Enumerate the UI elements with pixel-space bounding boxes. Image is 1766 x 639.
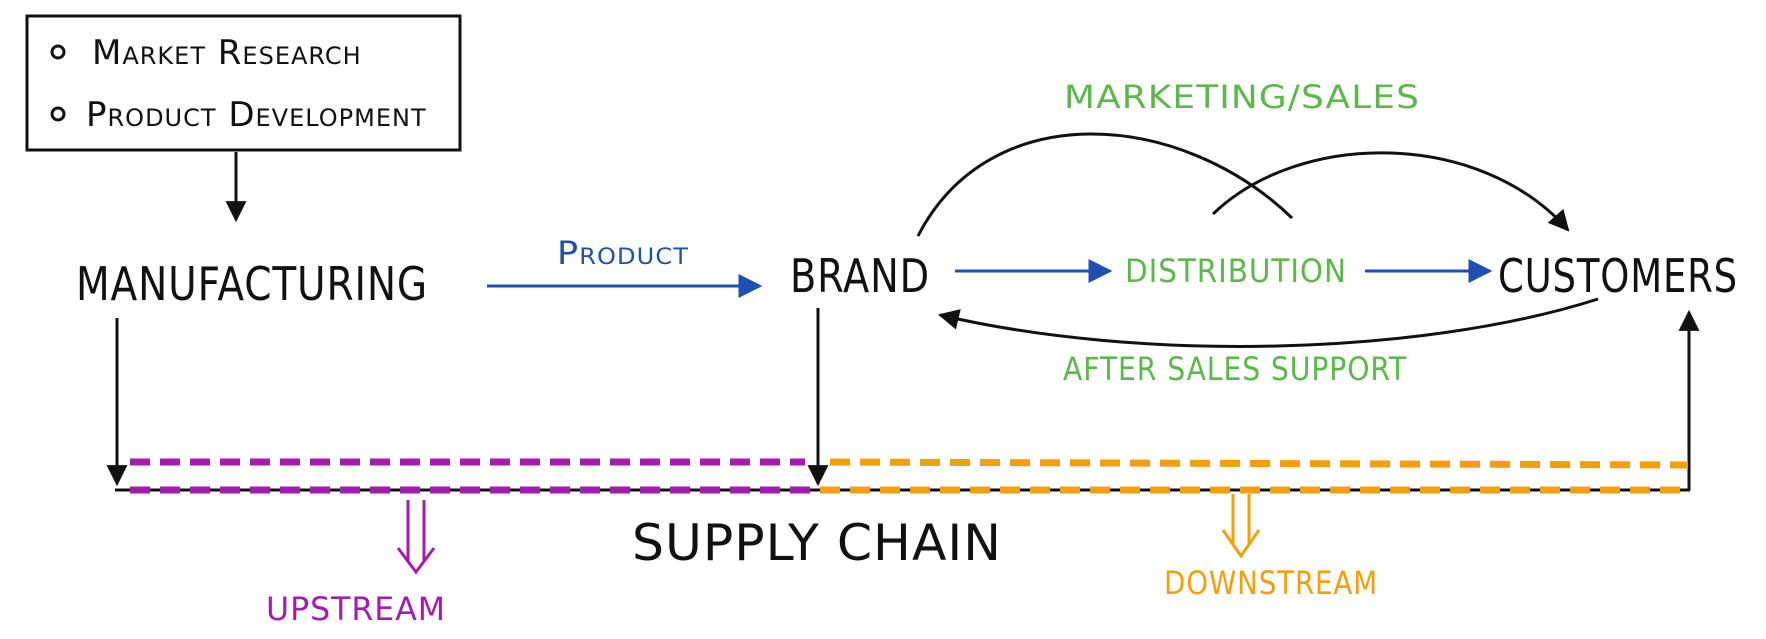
upstream-double-arrow-icon bbox=[396, 500, 436, 575]
downstream-label: DOWNSTREAM bbox=[1164, 564, 1378, 602]
node-brand: BRAND bbox=[790, 249, 930, 303]
research-development-box: Market Research Product Development bbox=[25, 14, 462, 152]
bullet-icon bbox=[50, 44, 66, 60]
after-sales-support-label: AFTER SALES SUPPORT bbox=[1063, 350, 1407, 388]
bullet-icon bbox=[50, 106, 66, 122]
product-label: Product bbox=[557, 234, 689, 272]
upstream-label: UPSTREAM bbox=[266, 590, 446, 628]
after-sales-support-arrow bbox=[937, 297, 1599, 348]
node-manufacturing: MANUFACTURING bbox=[76, 257, 428, 311]
box-item-product-development: Product Development bbox=[86, 95, 427, 135]
box-item-market-research: Market Research bbox=[92, 33, 362, 73]
downstream-band-top bbox=[829, 458, 1689, 469]
marketing-curve-1 bbox=[916, 132, 1294, 237]
supply-chain-title: SUPPLY CHAIN bbox=[632, 514, 1002, 572]
downstream-double-arrow-icon bbox=[1221, 494, 1261, 559]
marketing-sales-label: MARKETING/SALES bbox=[1064, 78, 1420, 116]
node-customers: CUSTOMERS bbox=[1498, 249, 1738, 303]
box-frame bbox=[25, 14, 462, 152]
marketing-curve-2 bbox=[1211, 151, 1570, 232]
node-distribution: DISTRIBUTION bbox=[1125, 252, 1347, 290]
